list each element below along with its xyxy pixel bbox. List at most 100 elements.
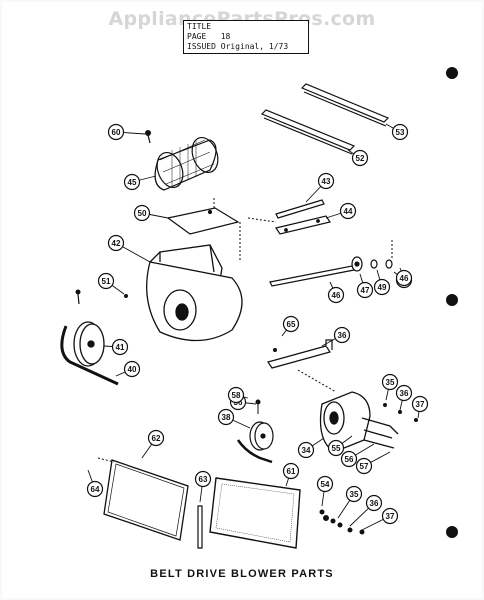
channel-part: [197, 505, 203, 549]
issued-value: Original, 1/73: [220, 42, 289, 51]
callout-number: 55: [332, 444, 341, 453]
shaft-part: [269, 265, 355, 287]
filter-part: [209, 477, 301, 549]
motor-rail-part: [267, 339, 333, 369]
callout-bubble: [194, 470, 212, 488]
callout-number: 40: [128, 365, 137, 374]
callout-bubble: [381, 507, 399, 525]
callout-bubble: [356, 281, 374, 299]
callout-number: 41: [116, 343, 125, 352]
callout-number: 62: [152, 434, 161, 443]
callout-bubble: [373, 278, 391, 296]
angle-rail-part: [260, 109, 356, 155]
callout-number: 35: [386, 378, 395, 387]
filter-frame-part: [103, 459, 189, 541]
callout-bubble: [282, 315, 300, 333]
callout-number: 50: [138, 209, 147, 218]
blower-housing-part: [146, 244, 243, 342]
screw-part: [75, 289, 81, 305]
bracket-part: [275, 199, 331, 235]
callout-bubble: [333, 326, 351, 344]
pulley-part: [73, 321, 105, 367]
callout-bubble: [340, 450, 358, 468]
callout-number: 35: [350, 490, 359, 499]
callout-bubble: [123, 360, 141, 378]
leader-dash: [297, 369, 337, 393]
callout-number: 54: [321, 480, 330, 489]
callout-number: 63: [199, 475, 208, 484]
callout-bubble: [217, 408, 235, 426]
angle-rail-part: [300, 83, 390, 127]
callout-number: 51: [102, 277, 111, 286]
mounting-plate-part: [166, 207, 240, 235]
diagram-caption: BELT DRIVE BLOWER PARTS: [150, 568, 334, 580]
screw-part: [145, 130, 151, 144]
title-label: TITLE: [187, 22, 212, 31]
callout-number: 36: [338, 331, 347, 340]
page-label: PAGE: [187, 32, 207, 41]
callout-number: 52: [356, 154, 365, 163]
callout-bubble: [365, 494, 383, 512]
blower-wheel-part: [154, 136, 219, 191]
callout-bubble: [381, 373, 399, 391]
callout-number: 58: [232, 391, 241, 400]
screw-part: [255, 399, 261, 414]
issued-row: ISSUED Original, 1/73: [187, 42, 305, 52]
callout-bubble: [316, 475, 334, 493]
callout-bubble: [97, 272, 115, 290]
callout-number: 46: [332, 291, 341, 300]
callout-bubble: [123, 173, 141, 191]
callout-number: 36: [400, 389, 409, 398]
title-row: TITLE: [187, 22, 305, 32]
washer-part: [383, 403, 418, 422]
callout-layer: 6045404250514148535243444647494665363536…: [86, 123, 429, 531]
bearing-part: [351, 256, 393, 272]
callout-number: 49: [378, 283, 387, 292]
callout-number: 46: [400, 274, 409, 283]
callout-bubble: [391, 123, 409, 141]
callout-bubble: [111, 338, 129, 356]
callout-bubble: [339, 202, 357, 220]
callout-bubble: [227, 386, 245, 404]
binder-hole: [446, 67, 458, 79]
callout-bubble: [351, 149, 369, 167]
callout-number: 43: [322, 177, 331, 186]
callout-number: 64: [91, 485, 100, 494]
leader-dash: [247, 217, 277, 223]
callout-bubble: [147, 429, 165, 447]
callout-number: 34: [302, 446, 311, 455]
callout-bubble: [395, 269, 413, 287]
callout-number: 60: [112, 128, 121, 137]
callout-bubble: [282, 462, 300, 480]
belt-part: [236, 439, 273, 464]
title-block: TITLE PAGE 18 ISSUED Original, 1/73: [183, 20, 309, 54]
belt-part: [60, 325, 119, 386]
leader-dash: [97, 457, 115, 463]
page-row: PAGE 18: [187, 32, 305, 42]
callout-bubble: [345, 485, 363, 503]
callout-number: 38: [222, 413, 231, 422]
callout-bubble: [355, 457, 373, 475]
callout-bubble: [411, 395, 429, 413]
issued-label: ISSUED: [187, 42, 216, 51]
screw-part: [273, 348, 277, 352]
callout-number: 36: [370, 499, 379, 508]
screw-part: [124, 294, 128, 298]
callout-number: 44: [344, 207, 353, 216]
callout-number: 47: [361, 286, 370, 295]
hardware-set-part: [319, 509, 365, 535]
callout-bubble: [297, 441, 315, 459]
callout-number: 53: [396, 128, 405, 137]
callout-number: 45: [128, 178, 137, 187]
callout-bubble: [107, 123, 125, 141]
callout-bubble: [107, 234, 125, 252]
motor-part: [319, 391, 399, 453]
binder-hole: [446, 526, 458, 538]
callout-number: 42: [112, 239, 121, 248]
callout-bubble: [133, 204, 151, 222]
page-value: 18: [220, 32, 231, 41]
callout-bubble: [327, 286, 345, 304]
